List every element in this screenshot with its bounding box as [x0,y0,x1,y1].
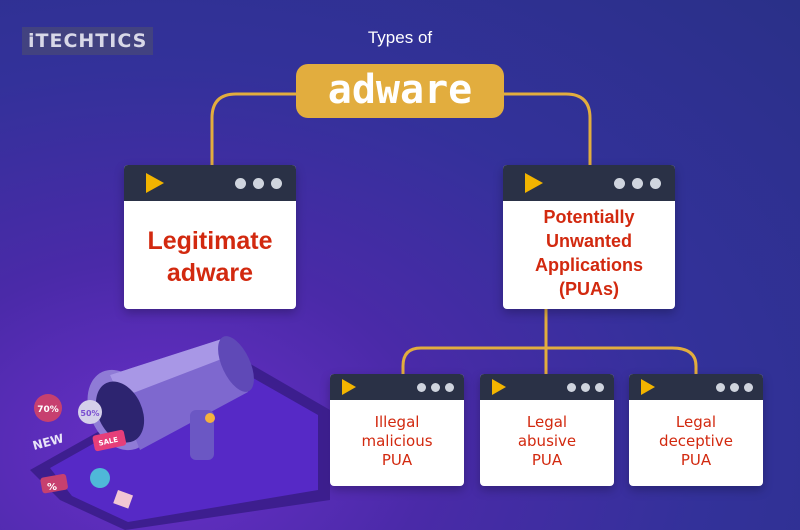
play-icon [525,173,543,193]
window-titlebar [124,165,296,201]
node-label: Legitimate adware [147,227,273,287]
play-icon [641,379,655,395]
play-icon [342,379,356,395]
badge-icon [90,468,110,488]
node-legitimate-adware: Legitimate adware [124,165,296,309]
megaphone-icon [87,336,254,460]
window-titlebar [629,374,763,400]
brand-logo: iTECHTICS [22,27,154,55]
window-titlebar [480,374,614,400]
node-label: Legal abusive PUA [517,413,577,469]
window-dots-icon [614,178,661,189]
price-tag-icon [113,490,134,509]
play-icon [146,173,164,193]
svg-text:SALE: SALE [98,436,119,448]
percent-tag-icon [40,473,68,494]
connector-pua-branch [401,346,698,374]
node-pua: Potentially Unwanted Applications (PUAs) [503,165,675,309]
diagram-subtitle: Types of [367,28,433,47]
window-dots-icon [716,383,753,392]
connector-right [504,92,592,165]
window-titlebar [503,165,675,201]
window-titlebar [330,374,464,400]
discount-tag-icon [34,394,62,422]
node-label: Illegal malicious PUA [361,413,433,469]
connector-left [210,92,296,165]
node-label: Legal deceptive PUA [659,413,733,469]
svg-text:70%: 70% [37,405,59,415]
sale-tag-icon [92,429,127,452]
megaphone-illustration: 70% 50% NEW SALE % [30,336,330,530]
window-dots-icon [567,383,604,392]
node-illegal-malicious-pua: Illegal malicious PUA [330,374,464,486]
window-dots-icon [235,178,282,189]
svg-text:50%: 50% [80,409,99,418]
discount-tag-icon [78,400,102,424]
node-legal-deceptive-pua: Legal deceptive PUA [629,374,763,486]
window-dots-icon [417,383,454,392]
node-legal-abusive-pua: Legal abusive PUA [480,374,614,486]
node-label: Potentially Unwanted Applications (PUAs) [534,207,643,299]
diagram-title: adware [296,64,504,118]
svg-text:%: % [47,482,57,493]
new-badge: NEW [31,431,65,453]
play-icon [492,379,506,395]
